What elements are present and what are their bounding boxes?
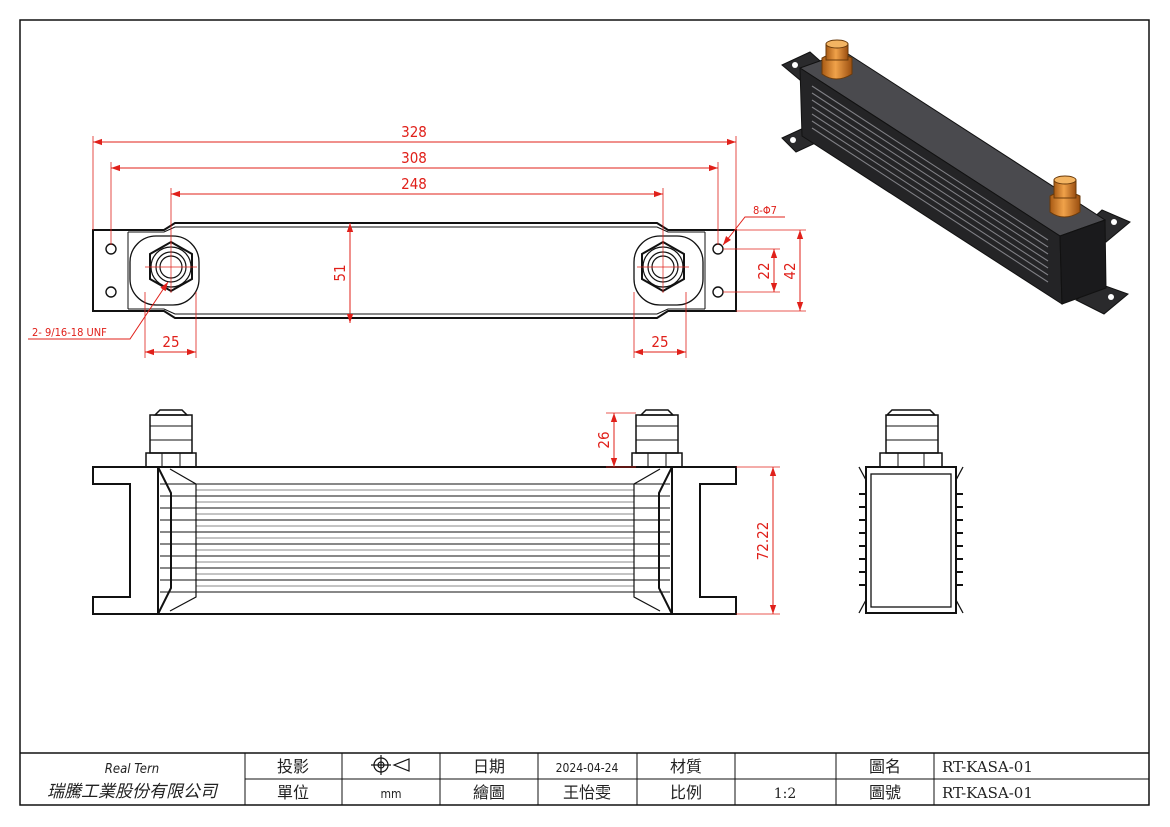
date-value: 2024-04-24 <box>556 761 619 775</box>
dim-hole-pitch: 22 <box>755 262 773 279</box>
third-angle-projection-icon <box>371 755 410 775</box>
material-label: 材質 <box>670 757 702 776</box>
dim-mounting-holes: 8-Φ7 <box>753 204 777 217</box>
sheet-border <box>19 19 1150 806</box>
front-view <box>92 409 737 615</box>
dim-fitting-height: 26 <box>595 431 613 448</box>
isometric-view <box>781 39 1131 315</box>
drawn-by-label: 繪圖 <box>473 783 505 802</box>
drawing-no-value: RT-KASA-01 <box>942 784 1033 802</box>
dimensions: 328 308 248 51 25 25 42 22 26 72.22 8-Φ7… <box>28 123 806 615</box>
projection-label: 投影 <box>277 757 309 776</box>
center-marks <box>145 241 689 293</box>
dim-overall-length: 328 <box>401 123 427 141</box>
dim-width: 51 <box>331 264 349 281</box>
dim-core-height: 72.22 <box>754 522 772 561</box>
unit-value: mm <box>380 787 401 801</box>
dim-hole-spacing: 308 <box>401 149 427 167</box>
drawing-name-label: 圖名 <box>869 757 901 776</box>
side-view <box>858 409 964 614</box>
scale-label: 比例 <box>670 783 702 802</box>
drawn-by-value: 王怡雯 <box>563 783 611 802</box>
unit-label: 單位 <box>277 783 309 802</box>
date-label: 日期 <box>473 757 505 776</box>
top-view <box>92 222 737 319</box>
scale-value: 1:2 <box>774 786 797 802</box>
thread-callout: 2- 9/16-18 UNF <box>32 326 107 339</box>
company-name-zh: 瑞騰工業股份有限公司 <box>47 782 219 802</box>
dim-boss-right: 25 <box>651 333 668 351</box>
dim-flange-width: 42 <box>781 262 799 279</box>
dim-port-spacing: 248 <box>401 175 427 193</box>
title-block: Real Tern 瑞騰工業股份有限公司 投影 單位 mm 日期 繪圖 2024… <box>20 752 1149 805</box>
drawing-name-value: RT-KASA-01 <box>942 758 1033 776</box>
company-name-en: Real Tern <box>105 762 159 777</box>
drawing-no-label: 圖號 <box>869 783 901 802</box>
dim-boss-left: 25 <box>162 333 179 351</box>
